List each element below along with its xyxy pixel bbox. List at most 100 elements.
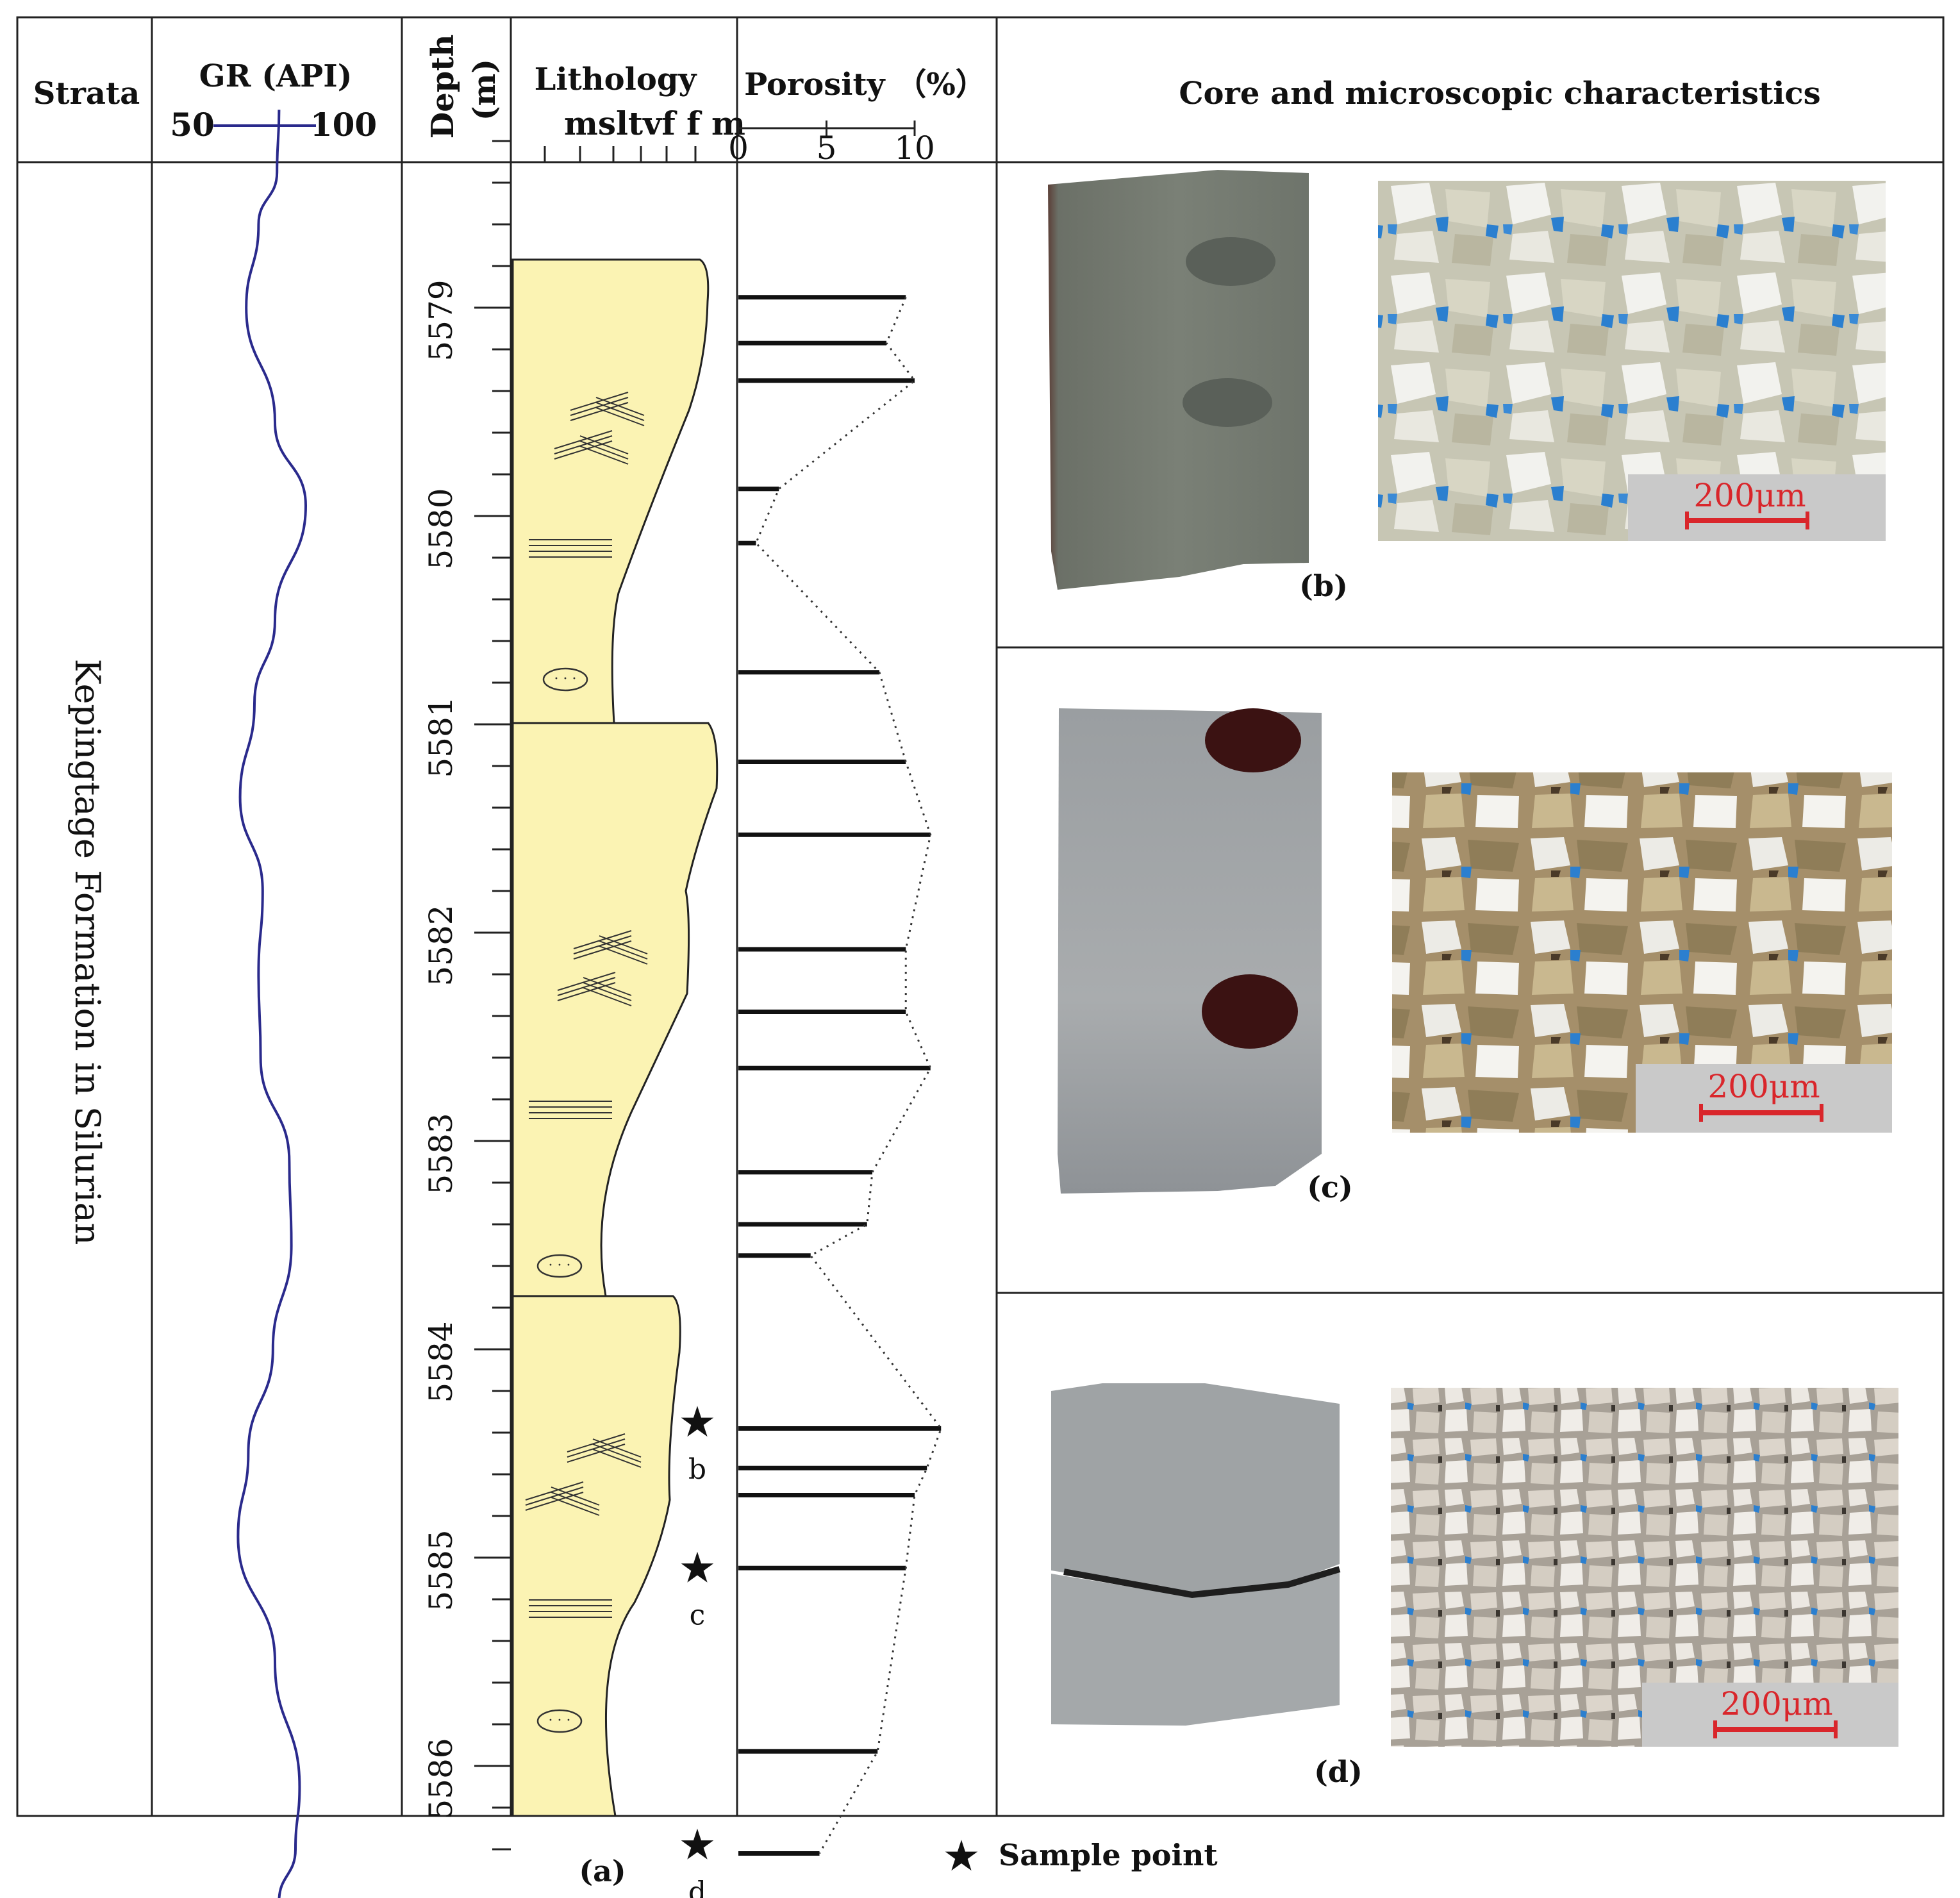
core-fracture <box>1063 1566 1341 1599</box>
depth-tick-label: 5582 <box>422 904 460 986</box>
panel-c: 200μm (c) <box>1058 708 1892 1204</box>
depth-tick-label: 5579 <box>422 279 460 361</box>
gr-scale-min: 50 <box>170 106 215 144</box>
core-photo-d-upper <box>1051 1383 1340 1593</box>
panel-letter-b: (b) <box>1299 569 1348 603</box>
cross-bedding-symbol <box>583 982 632 1001</box>
porosity-axis-tick-label: 10 <box>894 129 935 167</box>
cross-bedding-symbol <box>570 392 629 411</box>
sample-label: d <box>688 1876 706 1898</box>
cross-bedding-symbol <box>595 402 645 421</box>
cross-bedding-symbol <box>567 1438 626 1458</box>
header-lithology: Lithology <box>535 62 698 97</box>
header-row: Strata GR (API) 50 100 Depth (m) Litholo… <box>33 35 1821 167</box>
sample-label: b <box>688 1453 706 1486</box>
panel-b: 200μm (b) <box>1048 170 1886 603</box>
gr-curve-line <box>237 110 308 1898</box>
porosity-envelope <box>754 297 942 1854</box>
depth-tick-label: 5581 <box>422 696 460 778</box>
gravel-dots: · · · <box>549 1258 571 1274</box>
caption-a: (a) <box>579 1854 626 1888</box>
scale-box-b <box>1628 474 1886 541</box>
lithology-column: · · · · · · · · · <box>511 258 718 1817</box>
cross-bedding-symbol <box>551 1492 600 1511</box>
cross-bedding-symbol <box>595 407 645 426</box>
table-border <box>16 16 1945 1817</box>
cross-bedding-symbol <box>599 945 648 965</box>
strata-label: Kepingtage Formation in Silurian <box>67 659 108 1245</box>
cross-bedding-symbol <box>583 977 632 996</box>
gr-log <box>237 110 308 1898</box>
core-plug-hole <box>1186 237 1275 286</box>
depth-tick-label: 5586 <box>422 1738 460 1819</box>
cross-bedding-symbol <box>551 1486 600 1506</box>
scale-label-c: 200μm <box>1707 1068 1820 1105</box>
porosity-bars <box>738 295 942 1856</box>
gravel-dots: · · · <box>554 671 577 687</box>
scale-box-c <box>1636 1064 1892 1133</box>
sample-label: c <box>690 1599 706 1631</box>
header-depth: Depth <box>425 35 461 139</box>
porosity-axis-tick-label: 5 <box>817 129 837 167</box>
cross-bedding-symbol <box>557 977 616 996</box>
depth-tick-label: 5580 <box>422 488 460 569</box>
lithology-grain-scale: msltvf f m <box>544 104 745 162</box>
core-photo-b <box>1048 170 1309 590</box>
cross-bedding-symbol <box>573 930 632 949</box>
cross-bedding-symbol <box>573 935 632 954</box>
cross-bedding-symbol <box>592 1438 642 1458</box>
cross-bedding-symbol <box>592 1449 642 1468</box>
gravel-symbol <box>542 667 588 692</box>
depth-tick-label: 5584 <box>422 1321 460 1403</box>
lithology-scale-text: msltvf f m <box>564 104 745 142</box>
cross-bedding-symbol <box>554 435 613 454</box>
sample-star-icon: ★ <box>678 1397 716 1447</box>
cross-bedding-symbol <box>579 440 629 460</box>
depth-tick-label: 5585 <box>422 1529 460 1611</box>
scale-label-b: 200μm <box>1693 477 1806 514</box>
depth-axis: 5579 5580 5581 5582 5583 5584 5585 5586 <box>422 140 511 1851</box>
sample-star-icon: ★ <box>678 1820 716 1870</box>
cross-bedding-symbol <box>551 1497 600 1516</box>
legend-text: Sample point <box>999 1838 1218 1872</box>
header-gr: GR (API) <box>199 58 353 94</box>
sandstone-body <box>511 1295 681 1817</box>
core-plug-hole <box>1205 708 1301 772</box>
gravel-symbol <box>536 1709 583 1733</box>
sample-star-icon: ★ <box>678 1543 716 1592</box>
gr-scale-max: 100 <box>310 106 377 144</box>
cross-bedding-symbol <box>570 397 629 416</box>
cross-bedding-symbol <box>557 972 616 991</box>
cross-bedding-symbol <box>599 935 648 954</box>
core-plug-hole <box>1183 378 1272 427</box>
header-porosity: Porosity （%） <box>744 67 986 103</box>
porosity-axis-tick-label: 0 <box>728 129 749 167</box>
header-core: Core and microscopic characteristics <box>1179 76 1820 112</box>
cross-bedding-symbol <box>592 1444 642 1463</box>
sandstone-body <box>511 722 718 1297</box>
cross-bedding-symbol <box>525 1481 584 1501</box>
sandstone-body <box>511 258 710 724</box>
core-photo-c <box>1058 708 1322 1194</box>
header-depth-unit: (m) <box>467 59 502 121</box>
panel-letter-c: (c) <box>1307 1170 1353 1204</box>
sample-points: ★ b ★ c ★ d <box>678 1397 716 1898</box>
gravel-symbol <box>536 1254 583 1278</box>
porosity-axis: 0 5 10 <box>728 121 935 167</box>
cross-bedding-symbol <box>579 445 629 465</box>
scale-box-d <box>1642 1683 1898 1747</box>
gravel-dots: · · · <box>549 1713 571 1729</box>
scale-label-d: 200μm <box>1720 1685 1832 1722</box>
cross-bedding-symbol <box>554 430 613 449</box>
header-strata: Strata <box>33 76 140 112</box>
cross-bedding-symbol <box>595 397 645 416</box>
depth-tick-label: 5583 <box>422 1113 460 1194</box>
core-plug-hole <box>1202 974 1298 1049</box>
cross-bedding-symbol <box>599 940 648 960</box>
panel-d: 200μm (d) <box>1051 1383 1898 1789</box>
panel-letter-d: (d) <box>1314 1754 1363 1789</box>
core-photo-d-lower <box>1051 1570 1340 1726</box>
cross-bedding-symbol <box>583 987 632 1006</box>
cross-bedding-symbol <box>525 1486 584 1506</box>
